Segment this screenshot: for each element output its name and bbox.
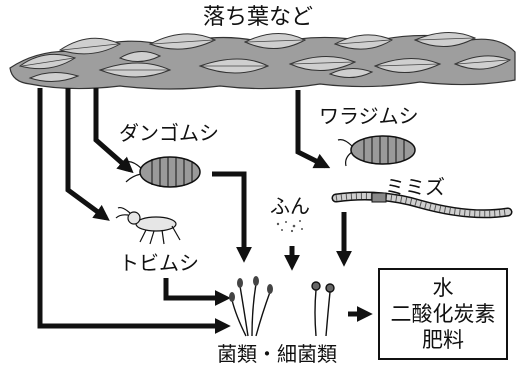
springtail-illustration <box>116 208 180 244</box>
label-feces: ふん <box>270 194 310 218</box>
label-fallen-leaves: 落ち葉など <box>203 5 313 30</box>
label-springtail: トビムシ <box>119 251 199 275</box>
arrow-pillbug-to-fungi <box>212 174 244 258</box>
label-woodlouse: ワラジムシ <box>319 104 419 128</box>
result-carbon-dioxide: 二酸化炭素 <box>391 301 496 327</box>
feces-particles <box>277 220 303 232</box>
arrow-leaves-to-woodlouse <box>298 90 326 166</box>
pill-bug-illustration <box>126 157 200 187</box>
result-water: 水 <box>433 275 454 301</box>
arrow-springtail-to-fungi <box>166 278 226 298</box>
bacteria-mold-illustration <box>312 282 334 336</box>
label-earthworm: ミミズ <box>385 175 445 199</box>
label-fungi-bacteria: 菌類・細菌類 <box>217 342 337 366</box>
fallen-leaves-illustration <box>10 32 515 89</box>
arrow-leaves-to-springtail <box>68 88 106 218</box>
result-fertilizer: 肥料 <box>422 327 464 353</box>
fungi-illustration <box>229 276 273 336</box>
result-box: 水 二酸化炭素 肥料 <box>378 268 508 360</box>
label-pill-bug: ダンゴムシ <box>119 121 219 145</box>
woodlouse-illustration <box>338 136 415 166</box>
